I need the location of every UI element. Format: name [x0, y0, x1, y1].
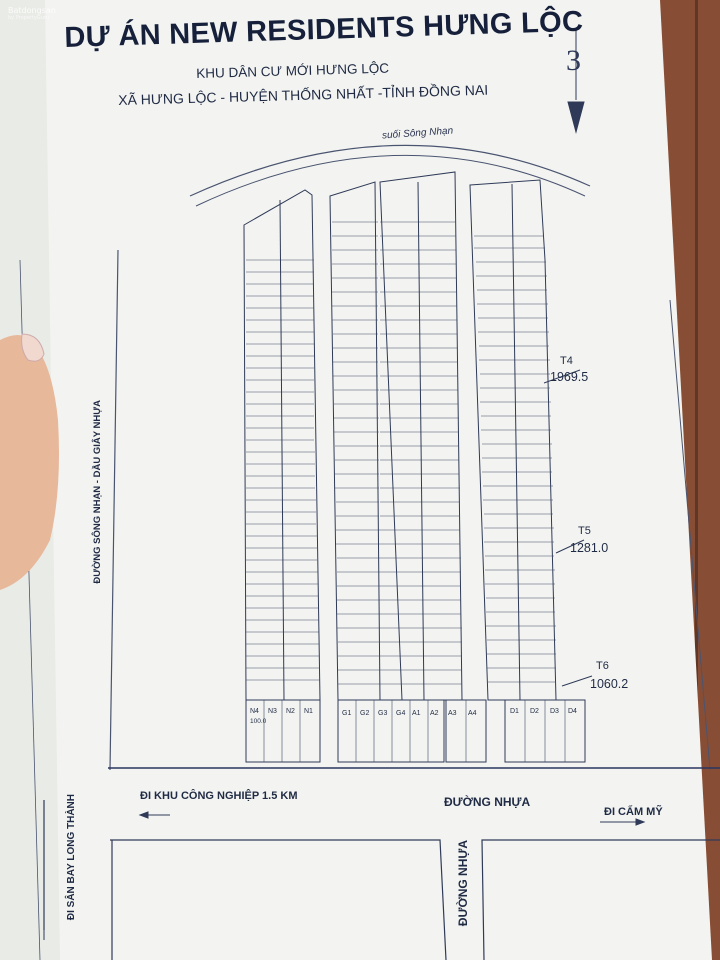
road-label-industrial: ĐI KHU CÔNG NGHIỆP 1.5 KM	[140, 790, 298, 802]
watermark: Batdongsan by PropertyGuru	[8, 6, 56, 21]
lot-a1: A1	[412, 710, 421, 717]
lot-a3: A3	[448, 710, 457, 717]
lot-d4: D4	[568, 708, 577, 715]
lot-n2: N2	[286, 708, 295, 715]
north-marker: 3	[566, 44, 581, 77]
lot-area-label: 100.0	[250, 718, 267, 725]
lot-g3: G3	[378, 710, 388, 717]
lot-a2: A2	[430, 710, 439, 717]
lot-n1: N1	[304, 708, 313, 715]
watermark-brand: Batdongsan	[8, 6, 56, 15]
tag-t4-value: 1969.5	[550, 370, 589, 384]
tag-t6-value: 1060.2	[590, 677, 629, 691]
tag-t6-name: T6	[596, 660, 609, 672]
tag-t5-name: T5	[578, 525, 591, 537]
road-label-airport: ĐI SÂN BAY LONG THÀNH	[66, 794, 77, 921]
lot-n4: N4	[250, 708, 259, 715]
lot-d3: D3	[550, 708, 559, 715]
lot-d1: D1	[510, 708, 519, 715]
road-label-cam-my: ĐI CẨM MỸ	[604, 806, 663, 818]
lot-g4: G4	[396, 710, 406, 717]
hand-photo-element	[0, 333, 59, 590]
road-label-song-nhan: ĐƯỜNG SÔNG NHẠN - DẦU GIÂY NHỰA	[92, 400, 103, 584]
tag-t4-name: T4	[560, 355, 573, 367]
lot-g1: G1	[342, 710, 352, 717]
lot-g2: G2	[360, 710, 370, 717]
watermark-sub: by PropertyGuru	[8, 15, 50, 21]
road-label-asphalt-vertical: ĐƯỜNG NHỰA	[456, 840, 470, 927]
lot-a4: A4	[468, 710, 477, 717]
lot-n3: N3	[268, 708, 277, 715]
tag-t5-value: 1281.0	[570, 541, 609, 555]
lot-d2: D2	[530, 708, 539, 715]
road-label-asphalt: ĐƯỜNG NHỰA	[444, 795, 531, 809]
